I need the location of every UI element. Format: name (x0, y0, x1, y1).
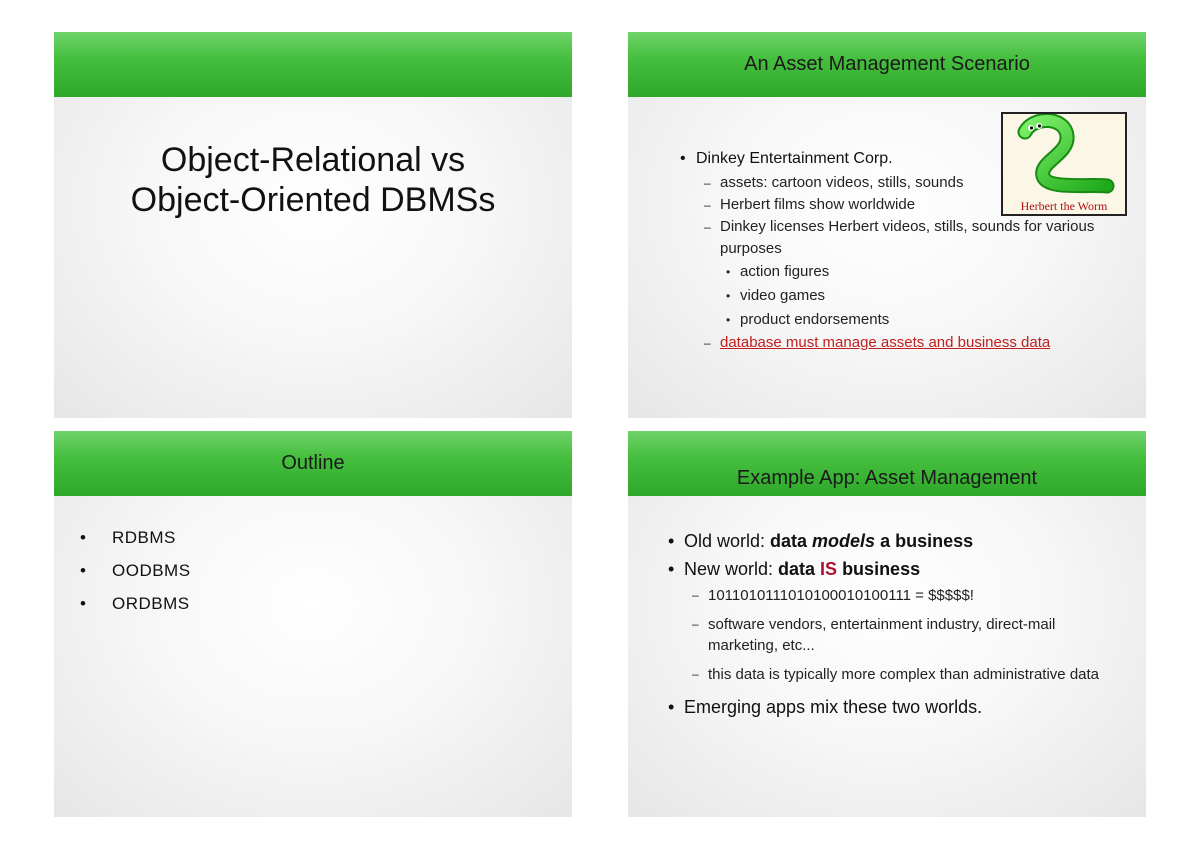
bold-text: data (770, 531, 813, 551)
sub-list: assets: cartoon videos, stills, sounds H… (676, 172, 1116, 354)
list-item: ORDBMS (80, 587, 191, 620)
slide-title-text: Object-Relational vs Object-Oriented DBM… (54, 140, 572, 220)
title-line-2: Object-Oriented DBMSs (130, 181, 496, 219)
list-item: assets: cartoon videos, stills, sounds (700, 172, 1116, 194)
bullet-text: New world: (684, 559, 779, 579)
list-item: software vendors, entertainment industry… (688, 614, 1104, 656)
slide-title: Object-Relational vs Object-Oriented DBM… (54, 32, 572, 418)
slide-outline: Outline RDBMS OODBMS ORDBMS (54, 431, 572, 817)
outline-list: RDBMS OODBMS ORDBMS (80, 521, 191, 620)
database-link[interactable]: database must manage assets and business… (720, 334, 1051, 351)
slide-header-title: Outline (281, 452, 345, 474)
sub-sub-list: action figures video games product endor… (700, 260, 1116, 332)
list-item: Dinkey licenses Herbert videos, stills, … (700, 216, 1116, 260)
list-item: RDBMS (80, 521, 191, 554)
sub-list: 1011010111010100010100111 = $$$$$! softw… (664, 585, 1104, 685)
title-line-1: Object-Relational vs (160, 141, 466, 179)
italic-text: models (812, 531, 876, 551)
list-item: database must manage assets and business… (700, 332, 1116, 354)
slide-header-bar: Example App: Asset Management (628, 431, 1146, 496)
bullet-text: Old world: (684, 531, 771, 551)
list-item: New world: data IS business (664, 555, 1104, 583)
list-item: Old world: data models a business (664, 527, 1104, 555)
list-item: action figures (724, 260, 1116, 284)
list-item: this data is typically more complex than… (688, 664, 1104, 685)
bullet-list: Dinkey Entertainment Corp. assets: carto… (676, 150, 1116, 354)
slide-example-app: Example App: Asset Management Old world:… (628, 431, 1146, 817)
slide-header-bar: An Asset Management Scenario (628, 32, 1146, 97)
slide-header-title: Example App: Asset Management (736, 467, 1038, 489)
list-item: product endorsements (724, 308, 1116, 332)
slide-asset-scenario: An Asset Management Scenario Herbert the… (628, 32, 1146, 418)
bold-text: a business (875, 531, 974, 551)
list-item: OODBMS (80, 554, 191, 587)
list-item: Dinkey Entertainment Corp. (676, 150, 1116, 168)
bold-text: business (837, 559, 921, 579)
list-item: video games (724, 284, 1116, 308)
list-item: Emerging apps mix these two worlds. (664, 693, 1104, 721)
list-item: Herbert films show worldwide (700, 194, 1116, 216)
slide-header-bar: Outline (54, 431, 572, 496)
bullet-list: Old world: data models a business New wo… (664, 527, 1104, 721)
bold-text: data (778, 559, 821, 579)
list-item: 1011010111010100010100111 = $$$$$! (688, 585, 1104, 606)
slide-header-title: An Asset Management Scenario (744, 53, 1030, 75)
emphasis-text: IS (820, 559, 838, 579)
slide-header-bar (54, 32, 572, 97)
